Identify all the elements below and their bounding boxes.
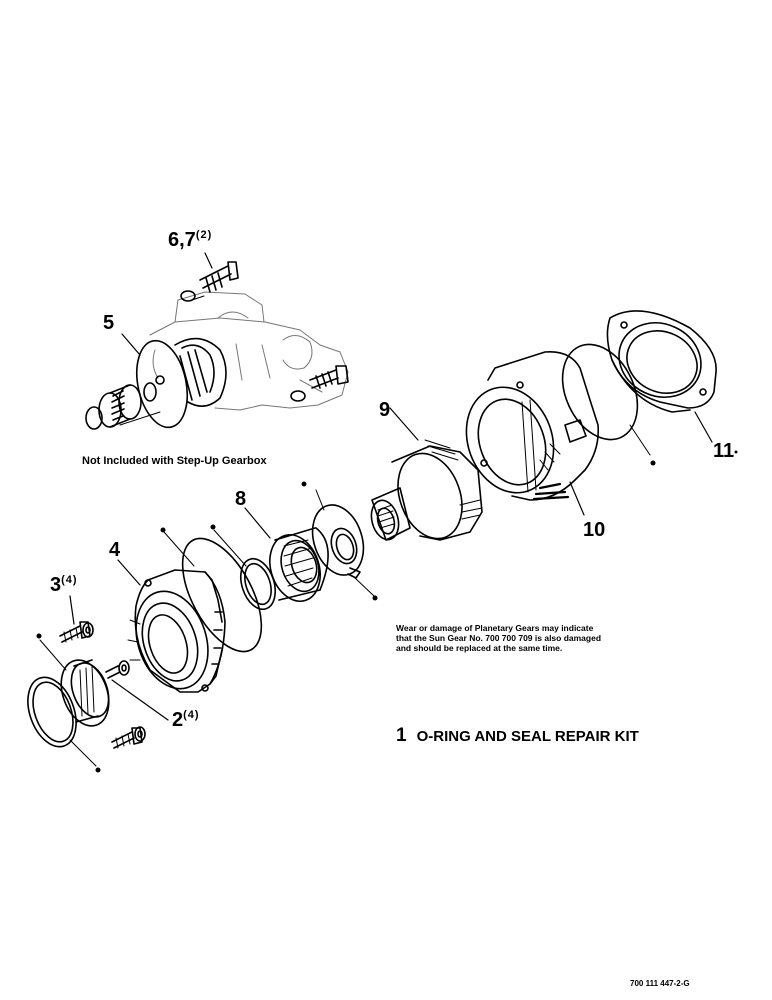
service-note-line-3: and should be replaced at the same time. [396, 643, 563, 653]
kit-marker-dots [36, 450, 738, 773]
ring-gear-housing [465, 351, 600, 501]
repair-kit-number: 1 [396, 725, 407, 746]
service-note: Wear or damage of Planetary Gears may in… [396, 623, 601, 653]
upper-bolt [180, 261, 239, 302]
lower-bolt [290, 365, 349, 402]
callout-8: 8 [235, 488, 247, 510]
callout-2: 2(4) [172, 709, 200, 731]
document-number: 700 111 447-2-G [630, 979, 690, 988]
service-note-line-1: Wear or damage of Planetary Gears may in… [396, 623, 594, 633]
service-note-line-2: that the Sun Gear No. 700 700 709 is als… [396, 633, 602, 643]
splined-coupling [85, 384, 142, 430]
bearing [269, 527, 329, 602]
inset-caption: Not Included with Step-Up Gearbox [82, 455, 267, 467]
gasket-plate [136, 339, 188, 429]
oring-10-11 [561, 343, 639, 441]
callout-10: 10 [583, 519, 606, 541]
callout-2-qty: (4) [183, 709, 200, 721]
gearbox-flange [174, 337, 227, 407]
planet-carrier [370, 439, 483, 541]
callout-3-number: 3 [50, 574, 62, 596]
thrust-washer [311, 504, 365, 579]
callout-9: 9 [379, 399, 391, 421]
bearing-housing [127, 569, 226, 693]
callout-3-qty: (4) [61, 574, 78, 586]
repair-kit-text: O-RING AND SEAL REPAIR KIT [416, 728, 639, 745]
end-cover [606, 310, 717, 413]
repair-kit-label: 1 O-RING AND SEAL REPAIR KIT [396, 725, 639, 747]
callout-11: 11 [713, 440, 735, 462]
cap-screw-lower [111, 726, 146, 749]
oring-large [181, 537, 263, 653]
callout-3: 3(4) [50, 574, 78, 596]
callout-2-number: 2 [172, 709, 184, 731]
gearbox-sketch [149, 291, 349, 411]
washer-mid [105, 660, 130, 679]
outer-seal-ring [27, 676, 77, 748]
oil-seal [60, 659, 110, 727]
callout-6-7: 6,7(2) [168, 229, 213, 251]
callout-4: 4 [109, 539, 121, 561]
callout-5: 5 [103, 312, 115, 334]
callout-6-7-number: 6,7 [168, 229, 196, 251]
snap-ring [239, 557, 277, 611]
callout-6-7-qty: (2) [195, 229, 213, 241]
cap-screw-upper [59, 621, 94, 643]
